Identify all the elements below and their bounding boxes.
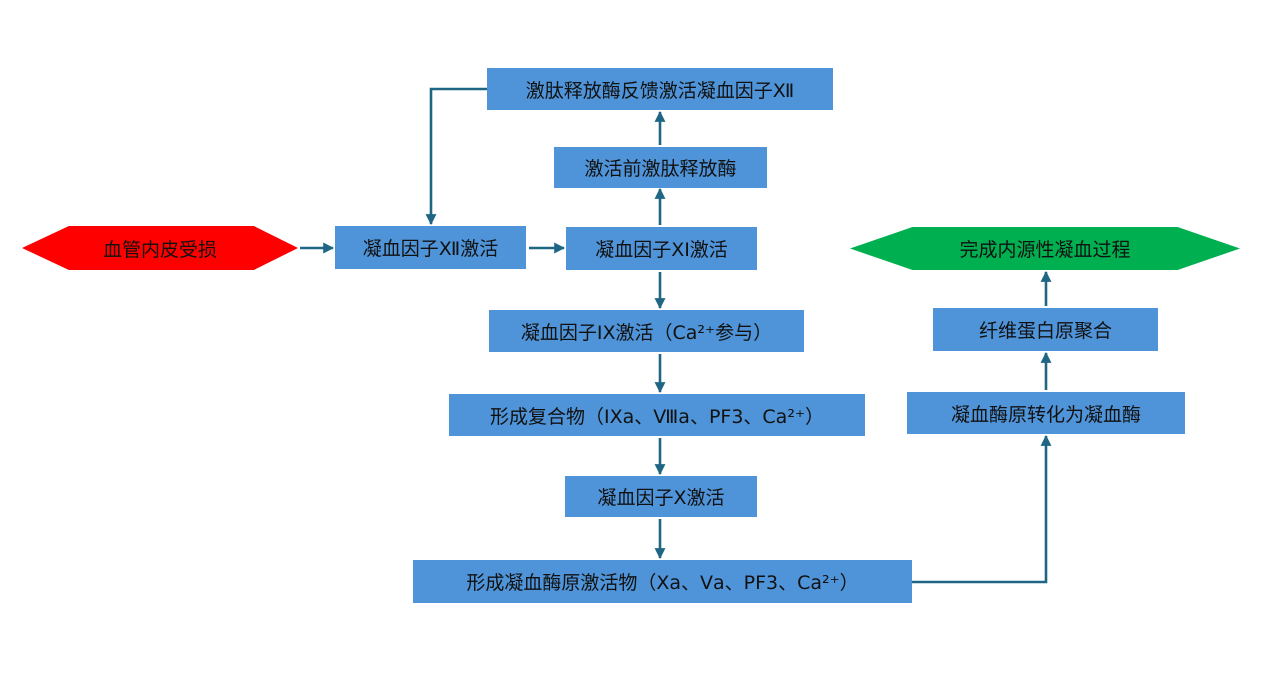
node-complex: 形成复合物（IXa、Ⅷa、PF3、Ca²⁺）	[449, 394, 865, 436]
end-node-label: 完成内源性凝血过程	[959, 239, 1131, 261]
edge-activator-to-thrombin	[912, 434, 1052, 584]
edge-feedback-to-factor-xii	[425, 87, 487, 226]
node-factor-xii-label: 凝血因子Ⅻ激活	[362, 238, 499, 260]
node-factor-xii: 凝血因子Ⅻ激活	[335, 226, 526, 269]
node-factor-ix: 凝血因子IX激活（Ca²⁺参与）	[489, 310, 804, 352]
end-node-coagulation-complete: 完成内源性凝血过程	[850, 227, 1240, 270]
node-fibrin: 纤维蛋白原聚合	[933, 308, 1158, 351]
node-fibrin-label: 纤维蛋白原聚合	[978, 320, 1112, 342]
node-factor-x: 凝血因子Ⅹ激活	[565, 476, 757, 517]
start-node-label: 血管内皮受损	[102, 238, 217, 261]
node-complex-label: 形成复合物（IXa、Ⅷa、PF3、Ca²⁺）	[490, 405, 824, 428]
node-prekallikrein: 激活前激肽释放酶	[554, 147, 767, 188]
node-prekallikrein-label: 激活前激肽释放酶	[584, 158, 737, 180]
node-kallikrein-feedback: 激肽释放酶反馈激活凝血因子Ⅻ	[487, 68, 833, 110]
start-node-vascular-injury: 血管内皮受损	[22, 226, 298, 270]
node-factor-xi-label: 凝血因子XI激活	[595, 239, 728, 261]
node-prothrombin-activator-label: 形成凝血酶原激活物（Ⅹa、Ⅴa、PF3、Ca²⁺）	[466, 572, 859, 594]
node-thrombin-label: 凝血酶原转化为凝血酶	[950, 403, 1141, 426]
node-factor-xi: 凝血因子XI激活	[566, 227, 757, 270]
node-factor-ix-label: 凝血因子IX激活（Ca²⁺参与）	[520, 321, 773, 344]
node-thrombin: 凝血酶原转化为凝血酶	[907, 392, 1185, 434]
node-prothrombin-activator: 形成凝血酶原激活物（Ⅹa、Ⅴa、PF3、Ca²⁺）	[413, 560, 912, 603]
node-kallikrein-feedback-label: 激肽释放酶反馈激活凝血因子Ⅻ	[525, 79, 795, 102]
node-factor-x-label: 凝血因子Ⅹ激活	[597, 487, 725, 509]
